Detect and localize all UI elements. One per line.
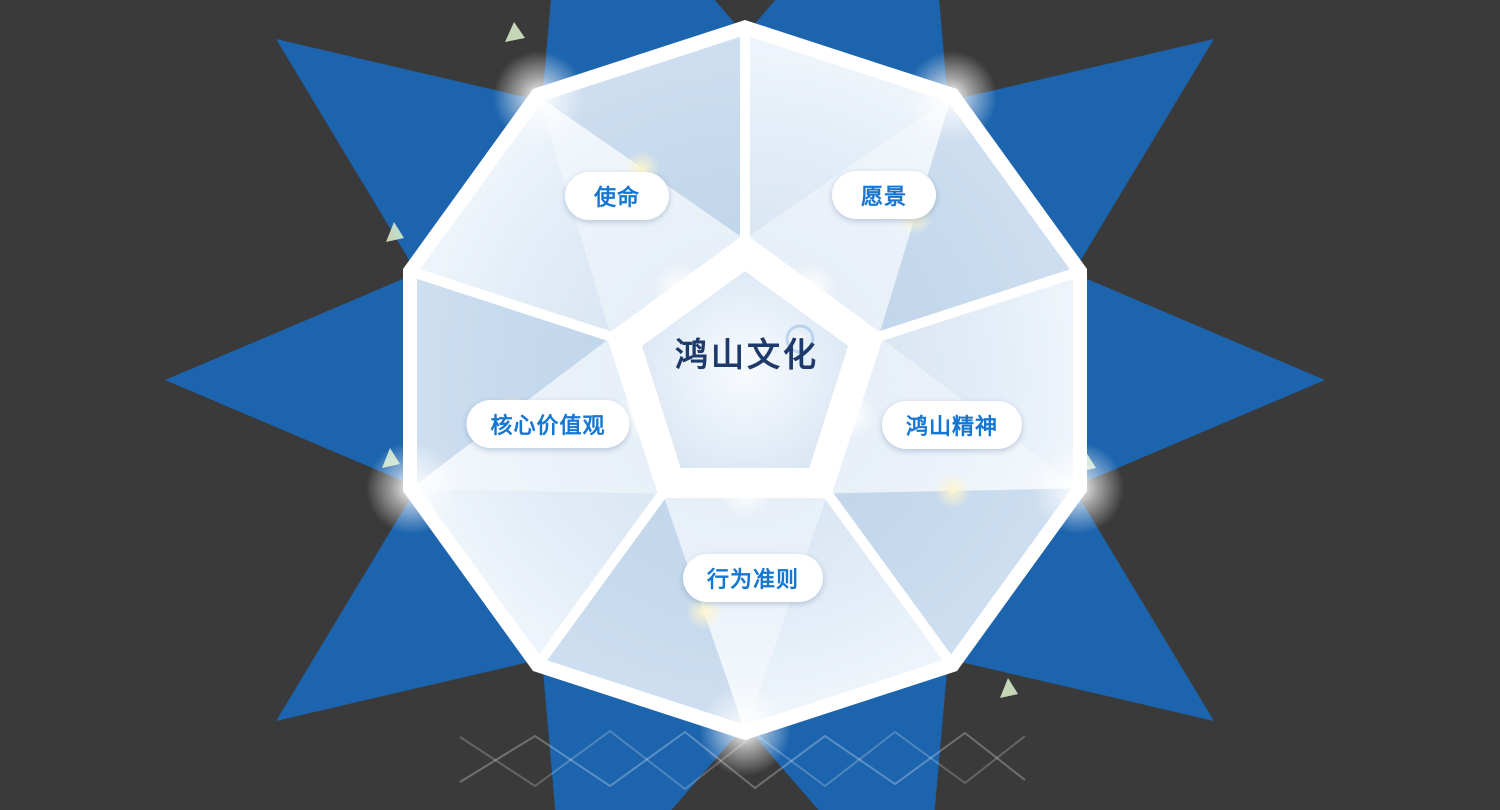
label-conduct: 行为准则 — [682, 554, 824, 602]
facet-sector-conduct — [530, 467, 960, 776]
label-vision: 愿景 — [832, 171, 936, 219]
label-mission: 使命 — [565, 172, 669, 220]
label-core-values: 核心价值观 — [466, 400, 630, 448]
facet-sector-spirit — [821, 265, 1124, 672]
diagram-center-title: 鸿山文化 — [675, 336, 819, 373]
lens-flare — [785, 324, 815, 354]
facet-sector-values — [366, 265, 669, 672]
center-pentagon — [630, 258, 860, 478]
bottom-zigzag-line — [459, 730, 1026, 790]
label-spirit: 鸿山精神 — [881, 401, 1023, 449]
